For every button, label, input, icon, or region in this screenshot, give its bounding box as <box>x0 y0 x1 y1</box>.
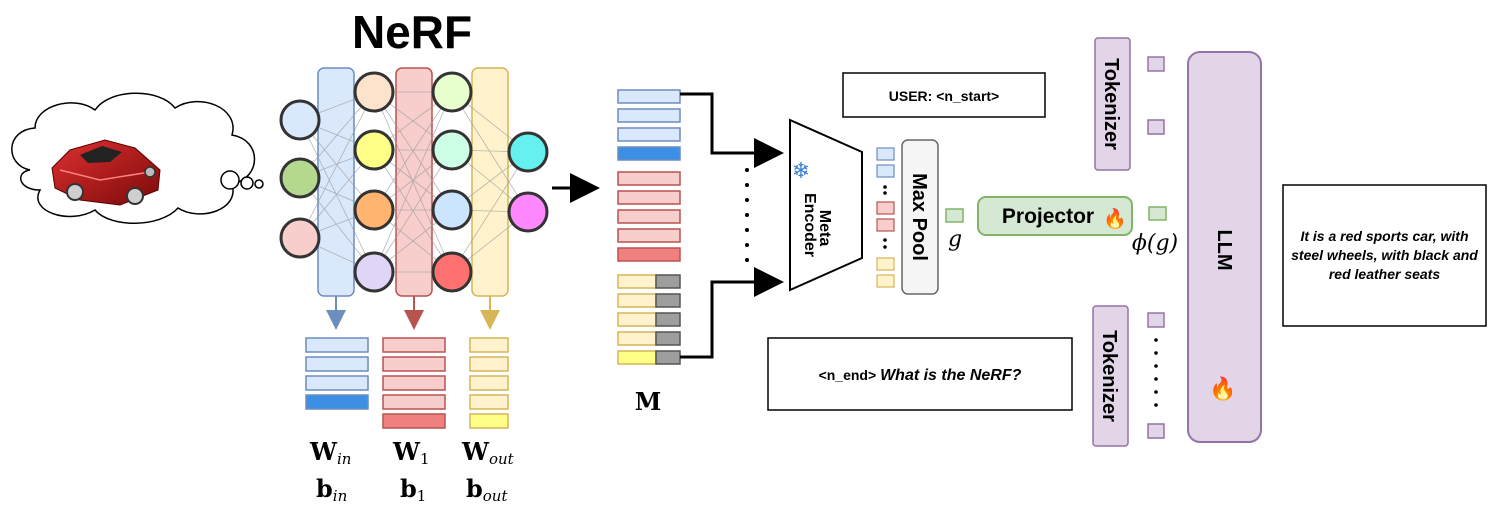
user-prompt-box <box>842 72 1046 118</box>
neuron <box>353 129 395 171</box>
max-pool: Max Pool <box>901 139 939 295</box>
projector: Projector 🔥 <box>977 196 1133 236</box>
nerf-network <box>279 67 549 330</box>
meta-encoder-label-1: Meta <box>816 210 833 247</box>
phi-g-label: ϕ(g) <box>1132 231 1178 256</box>
token-squares <box>1147 56 1165 439</box>
g-label: g <box>948 227 962 252</box>
embedding-column <box>876 147 895 288</box>
tokenizer-top: Tokenizer <box>1094 37 1131 171</box>
user-prompt-text: USER: <n_start> <box>889 88 999 104</box>
arrow-matrix-to-encoder-bottom <box>680 267 784 359</box>
sports-car-image <box>51 139 161 206</box>
ellipsis-vertical <box>745 168 749 262</box>
neuron <box>279 157 321 199</box>
weight-band-out <box>471 67 509 297</box>
neuron <box>431 129 473 171</box>
neuron <box>507 191 549 233</box>
snowflake-icon: ❄ <box>792 158 810 183</box>
question-box <box>767 337 1073 411</box>
weight-band-1 <box>395 67 433 297</box>
g-vector <box>945 208 964 223</box>
neuron <box>507 131 549 173</box>
llm-block: LLM 🔥 <box>1187 51 1262 443</box>
weight-stack-in <box>305 337 369 410</box>
output-box <box>1282 184 1487 327</box>
neuron <box>279 217 321 259</box>
tokenizer-top-label: Tokenizer <box>1100 58 1122 150</box>
arrow-matrix-to-encoder-top <box>680 92 784 168</box>
label-w-out: Wout <box>461 437 515 468</box>
label-b-out: bout <box>466 474 508 505</box>
label-b-1: b1 <box>400 474 426 505</box>
meta-encoder: Meta Encoder ❄ <box>789 118 863 292</box>
tokenizer-bottom-label: Tokenizer <box>1098 330 1120 422</box>
meta-encoder-label-2: Encoder <box>801 193 818 257</box>
question-text: <n_end> What is the NeRF? <box>819 367 1022 384</box>
neuron <box>353 189 395 231</box>
fire-icon: 🔥 <box>1209 376 1236 401</box>
phi-g-vector <box>1148 206 1167 221</box>
fire-icon: 🔥 <box>1103 207 1127 230</box>
weight-labels: Win bin W1 b1 Wout bout <box>309 437 515 505</box>
neuron <box>431 71 473 113</box>
neuron <box>353 251 395 293</box>
label-b-in: bin <box>316 474 347 505</box>
llm-label: LLM <box>1213 229 1235 270</box>
projector-label: Projector <box>1002 205 1094 228</box>
neuron <box>431 251 473 293</box>
weight-stack-out <box>469 337 509 429</box>
weight-stack-1 <box>382 337 446 429</box>
token-ellipsis <box>1154 338 1158 407</box>
neuron <box>431 189 473 231</box>
neuron <box>279 99 321 141</box>
output-text: It is a red sports car, with steel wheel… <box>1291 228 1478 282</box>
nerf-title: NeRF <box>352 6 472 58</box>
matrix-label: M <box>635 387 662 416</box>
neuron <box>353 71 395 113</box>
label-w-in: Win <box>309 437 351 468</box>
matrix-m: M <box>617 89 681 416</box>
max-pool-label: Max Pool <box>908 173 930 261</box>
label-w-1: W1 <box>392 437 430 468</box>
tokenizer-bottom: Tokenizer <box>1092 305 1129 447</box>
weight-band-in <box>317 67 355 297</box>
